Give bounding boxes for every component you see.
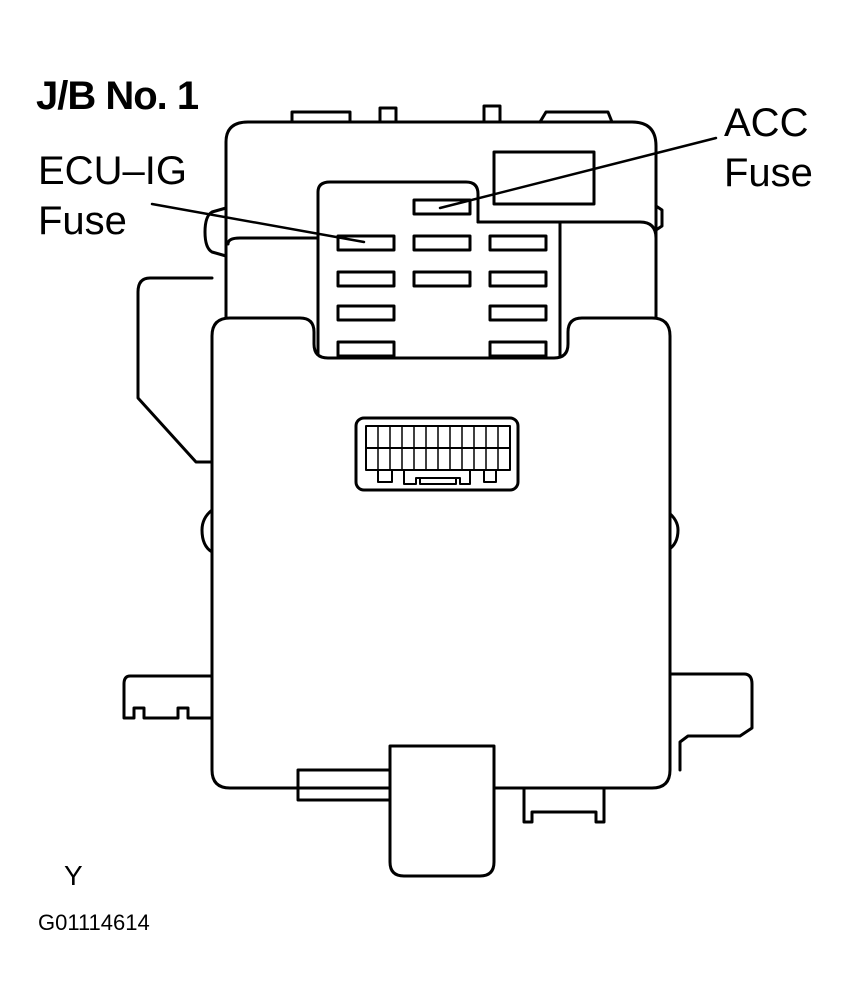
fuse-slot (488, 234, 548, 252)
ecu-ig-label: ECU–IG (38, 149, 187, 193)
left-lower-connector (122, 674, 214, 720)
top-tab-1 (290, 110, 352, 124)
bottom-right-connector (522, 786, 606, 824)
acc-label: ACC (724, 101, 809, 145)
acc-fuse-word: Fuse (724, 151, 813, 195)
fuse-slot (488, 304, 548, 322)
fuse-slot (488, 270, 548, 288)
left-middle-clip (200, 508, 214, 554)
fuse-slot (412, 270, 472, 288)
ecu-ig-leader-line (150, 202, 366, 244)
ecu-ig-fuse-callout: ECU–IG Fuse (38, 146, 187, 246)
main-body (210, 316, 672, 790)
fuse-ecu-ig (336, 234, 396, 252)
right-lower-connector (668, 672, 754, 772)
fuse-slot (412, 234, 472, 252)
top-tab-4 (538, 110, 614, 124)
housing-step-line (226, 220, 658, 246)
fuse-slots (336, 198, 548, 358)
fuse-slot (336, 304, 396, 322)
figure-id: G01114614 (38, 910, 150, 935)
right-middle-clip (666, 510, 680, 552)
fuse-slot (336, 340, 396, 358)
right-upper-clip (654, 204, 664, 232)
fuse-acc (412, 198, 472, 216)
central-connector (354, 416, 520, 492)
bottom-left-connector (296, 768, 392, 802)
fuse-slot (488, 340, 548, 358)
fuse-panel (316, 180, 562, 372)
bottom-center-plug (388, 744, 496, 878)
ecu-ig-fuse-word: Fuse (38, 199, 127, 243)
top-tab-3 (482, 104, 502, 124)
top-tab-2 (378, 106, 398, 124)
fuse-slot (336, 270, 396, 288)
acc-leader-line (438, 136, 718, 210)
left-side-bracket (136, 276, 214, 464)
upper-housing (224, 120, 658, 332)
acc-fuse-callout: ACC Fuse (724, 98, 813, 198)
acc-relay-box (492, 150, 596, 206)
junction-block-title: J/B No. 1 (36, 74, 199, 118)
view-letter: Y (64, 860, 83, 891)
